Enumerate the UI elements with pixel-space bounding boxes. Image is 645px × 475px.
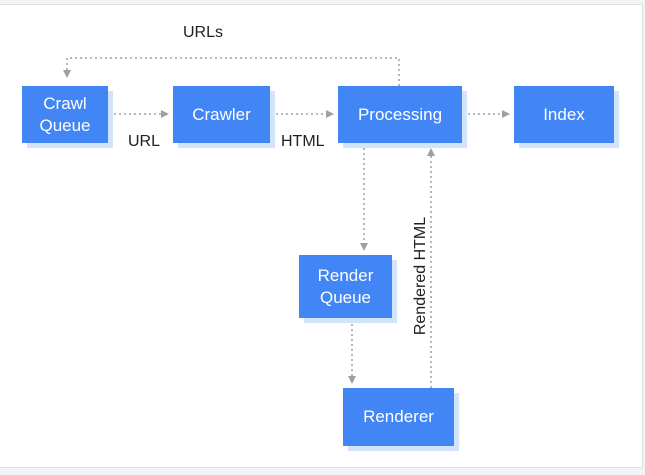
edge-label-urls: URLs xyxy=(183,24,224,41)
edge-processing-to-crawl-queue xyxy=(63,57,400,86)
node-render-queue: Render Queue xyxy=(299,255,392,318)
edge-label-html: HTML xyxy=(281,133,325,150)
edge-label-rendered-html: Rendered HTML xyxy=(412,216,429,336)
node-crawler: Crawler xyxy=(173,86,270,143)
node-processing: Processing xyxy=(338,86,462,143)
edge-label-url: URL xyxy=(128,133,161,150)
node-index: Index xyxy=(514,86,614,143)
diagram-frame xyxy=(0,4,643,468)
node-crawl-queue: Crawl Queue xyxy=(22,86,108,143)
node-renderer: Renderer xyxy=(343,388,454,446)
